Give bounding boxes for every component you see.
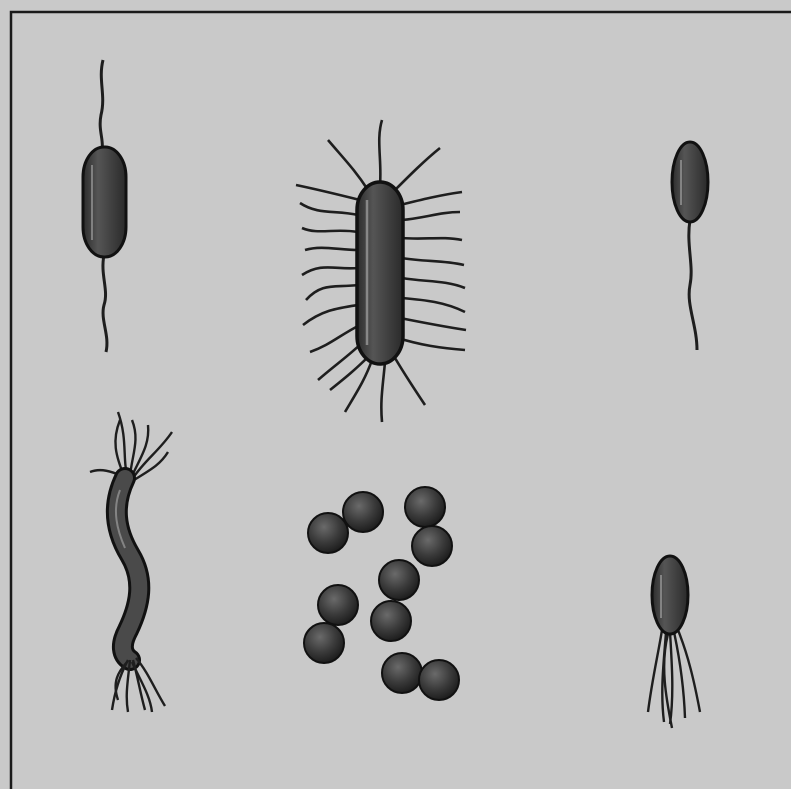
coccus (371, 601, 411, 641)
coccus (343, 492, 383, 532)
coccus (405, 487, 445, 527)
coccus (304, 623, 344, 663)
coccus (382, 653, 422, 693)
coccus (379, 560, 419, 600)
coccus (318, 585, 358, 625)
coccus (308, 513, 348, 553)
coccus (412, 526, 452, 566)
coccus (419, 660, 459, 700)
